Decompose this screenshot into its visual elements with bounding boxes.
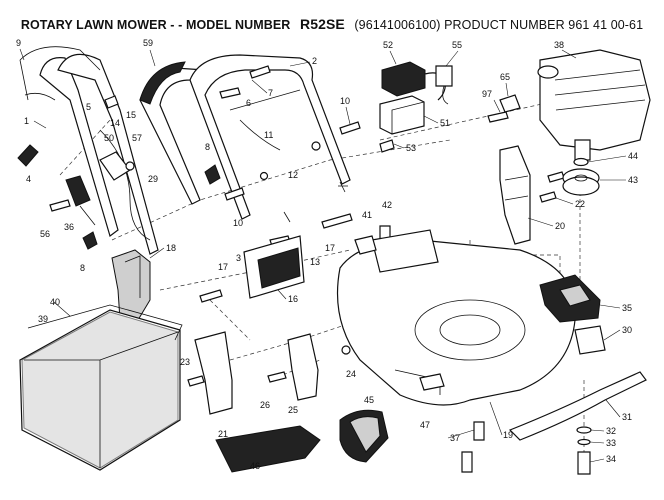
upper-handle: [139, 54, 351, 220]
callout-40: 40: [50, 297, 60, 307]
callout-13: 13: [310, 257, 320, 267]
hardware: [17, 65, 592, 475]
callout-59: 59: [143, 38, 153, 48]
callout-46: 46: [250, 461, 260, 471]
callout-32: 32: [606, 426, 616, 436]
callout-15: 15: [126, 110, 136, 120]
callout-44: 44: [628, 151, 638, 161]
grass-bag: [19, 304, 183, 471]
callout-2: 2: [312, 56, 317, 66]
callout-43: 43: [628, 175, 638, 185]
callout-52: 52: [383, 40, 393, 50]
blade: [508, 371, 647, 441]
callout-20: 20: [555, 221, 565, 231]
drive-cover: [539, 274, 606, 355]
brake-cable: [99, 119, 281, 241]
callout-1: 1: [24, 116, 29, 126]
lower-handle: [19, 46, 159, 255]
pulley: [562, 157, 600, 196]
callout-17-a: 17: [218, 262, 228, 272]
callout-23: 23: [180, 357, 190, 367]
callout-10-a: 10: [340, 96, 350, 106]
callout-17-b: 17: [325, 243, 335, 253]
callout-30: 30: [622, 325, 632, 335]
callout-24: 24: [346, 369, 356, 379]
callout-7: 7: [268, 88, 273, 98]
callout-labels: 9 59 2 7 52 55 38 1 5 15 14 6 10 51 97 6…: [16, 38, 638, 471]
rear-flap: [243, 235, 305, 299]
callout-56: 56: [40, 229, 50, 239]
callout-55: 55: [452, 40, 462, 50]
callout-65: 65: [500, 72, 510, 82]
callout-22: 22: [575, 199, 585, 209]
callout-10-b: 10: [233, 218, 243, 228]
callout-45: 45: [364, 395, 374, 405]
battery-and-charger: [379, 61, 453, 135]
callout-53: 53: [406, 143, 416, 153]
callout-29: 29: [148, 174, 158, 184]
callout-8-b: 8: [80, 263, 85, 273]
callout-19: 19: [503, 430, 513, 440]
mower-deck: [336, 229, 576, 406]
chute-and-deflector: [215, 409, 389, 473]
callout-11: 11: [264, 130, 273, 140]
callout-33: 33: [606, 438, 616, 448]
title-prefix: ROTARY LAWN MOWER - - MODEL NUMBER: [20, 18, 291, 32]
model-number: R52SE: [299, 16, 345, 32]
callout-42: 42: [382, 200, 392, 210]
callout-35: 35: [622, 303, 632, 313]
callout-41: 41: [362, 210, 372, 220]
engine: [499, 49, 651, 161]
callout-47: 47: [420, 420, 430, 430]
callout-16: 16: [288, 294, 298, 304]
callout-12: 12: [288, 170, 298, 180]
callout-34: 34: [606, 454, 616, 464]
callout-14: 14: [110, 118, 120, 128]
callout-57: 57: [132, 133, 142, 143]
height-adjuster-brackets: [194, 331, 319, 415]
callout-38: 38: [554, 40, 564, 50]
callout-21: 21: [218, 429, 228, 439]
callout-50: 50: [104, 133, 114, 143]
callout-51: 51: [440, 118, 450, 128]
callout-6: 6: [246, 98, 251, 108]
callout-5: 5: [86, 102, 91, 112]
callout-4: 4: [26, 174, 31, 184]
callout-25: 25: [288, 405, 298, 415]
callout-18: 18: [166, 243, 176, 253]
page-title: ROTARY LAWN MOWER - - MODEL NUMBER R52SE…: [0, 16, 664, 32]
callout-36: 36: [64, 222, 74, 232]
callout-26: 26: [260, 400, 270, 410]
right-bracket: [499, 145, 531, 245]
callout-31: 31: [622, 412, 632, 422]
callout-37: 37: [450, 433, 460, 443]
product-number: (96141006100) PRODUCT NUMBER 961 41 00-6…: [354, 18, 644, 32]
callout-39: 39: [38, 314, 48, 324]
callout-3: 3: [236, 253, 241, 263]
callout-9: 9: [16, 38, 21, 48]
leader-lines: [19, 48, 627, 463]
callout-97: 97: [482, 89, 492, 99]
callout-8-a: 8: [205, 142, 210, 152]
throttle-control: [65, 151, 135, 226]
